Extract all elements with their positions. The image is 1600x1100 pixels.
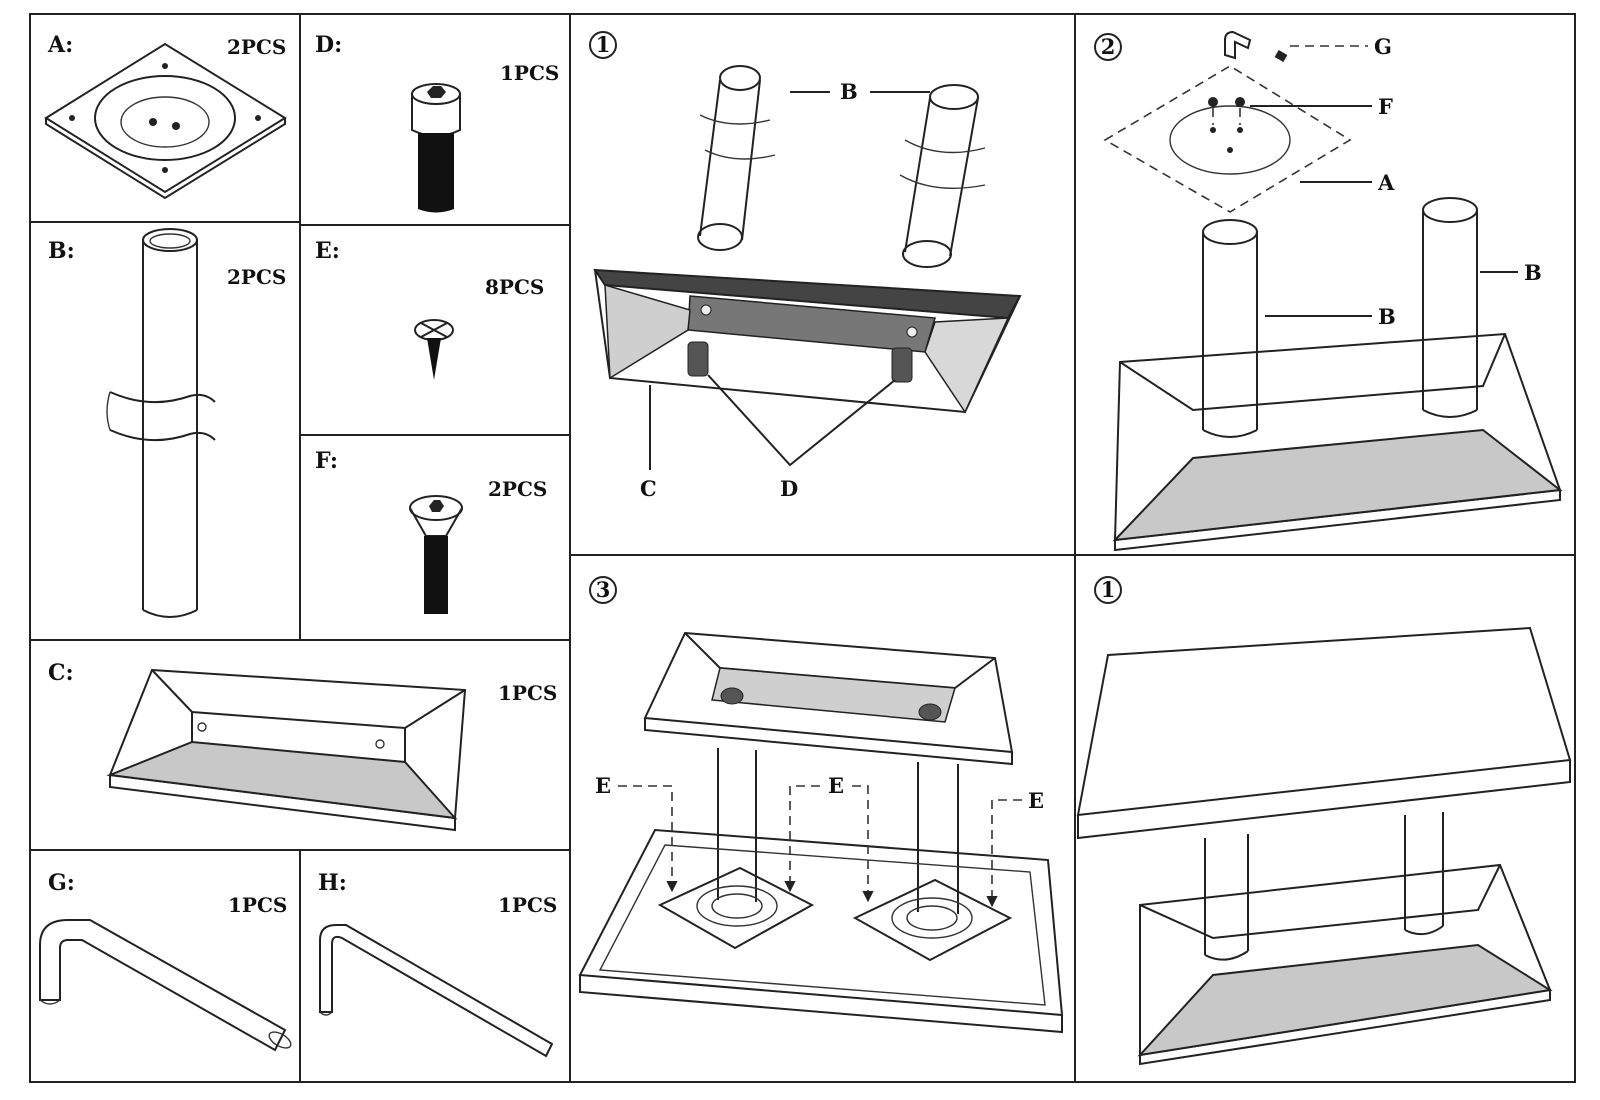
wood-screw-drawing [414,319,454,380]
step-3-plates [657,866,1013,962]
countersunk-bolt-drawing [409,495,463,614]
step-4-number: 1 [1101,577,1116,602]
step-2-callout-b-left: B [1378,304,1396,329]
part-b-quantity: 2PCS [227,265,286,289]
tube-leg-drawing [106,228,216,618]
step-2-callouts: G F A B B [1250,34,1542,329]
step-3-callout-e-middle: E [828,773,844,798]
step-2-hex-key [1224,30,1288,62]
part-h-quantity: 1PCS [498,893,557,917]
step-2-tubes [1202,197,1478,438]
part-e-quantity: 8PCS [485,275,544,299]
part-a-cell: A: 2PCS [44,32,287,200]
step-3-callout-e-left: E [595,773,611,798]
large-hex-key-drawing [39,919,292,1052]
part-c-label: C: [48,660,74,686]
part-g-label: G: [48,870,75,896]
step-1-callout-b: B [840,79,858,104]
finished-table-drawing [1076,626,1572,1066]
step-3-number: 3 [596,577,611,602]
step-2-callout-g: G [1374,34,1392,59]
step-2-base-frame [1112,332,1563,552]
part-d-quantity: 1PCS [500,61,559,85]
part-f-cell: F: 2PCS [315,448,547,614]
part-c-quantity: 1PCS [498,681,557,705]
step-1-tubes [697,65,986,268]
part-d-label: D: [315,32,342,58]
step-2-callout-f: F [1378,94,1393,119]
part-h-label: H: [318,870,347,896]
step-3-tabletop [578,828,1064,1034]
step-3-callouts: E E E [595,773,1044,908]
part-g-quantity: 1PCS [228,893,287,917]
part-h-cell: H: 1PCS [318,870,557,1058]
step-2-mounting-plate [1103,65,1352,213]
step-1-callout-c: C [640,476,657,501]
part-c-cell: C: 1PCS [48,660,557,832]
step-2-number: 2 [1101,34,1116,59]
step-3-base-frame-inverted [643,631,1014,766]
step-4-panel: 1 [1076,576,1572,1066]
socket-head-bolt-drawing [411,83,461,213]
mounting-plate-drawing [44,42,287,200]
part-f-quantity: 2PCS [488,477,547,501]
base-frame-drawing [106,668,467,832]
step-1-number: 1 [596,32,611,57]
grid-frame [29,13,1576,1083]
step-2-callout-b-right: B [1524,260,1542,285]
step-3-panel: 3 E E [578,576,1064,1034]
step-1-base-frame [593,268,1022,414]
part-d-cell: D: 1PCS [315,32,559,213]
part-a-quantity: 2PCS [227,35,286,59]
step-1-panel: 1 B C D [589,31,1022,501]
step-2-callout-a: A [1377,170,1395,195]
part-g-cell: G: 1PCS [39,870,292,1052]
step-1-callout-d: D [780,476,798,501]
small-hex-key-drawing [319,924,554,1058]
part-b-label: B: [48,238,75,264]
step-1-callouts: B C D [640,79,930,501]
part-e-label: E: [315,238,340,264]
part-a-label: A: [47,32,73,58]
part-f-label: F: [315,448,338,474]
step-3-callout-e-right: E [1028,788,1044,813]
part-e-cell: E: 8PCS [315,238,544,380]
step-2-panel: 2 [1094,30,1563,552]
part-b-cell: B: 2PCS [48,228,286,618]
